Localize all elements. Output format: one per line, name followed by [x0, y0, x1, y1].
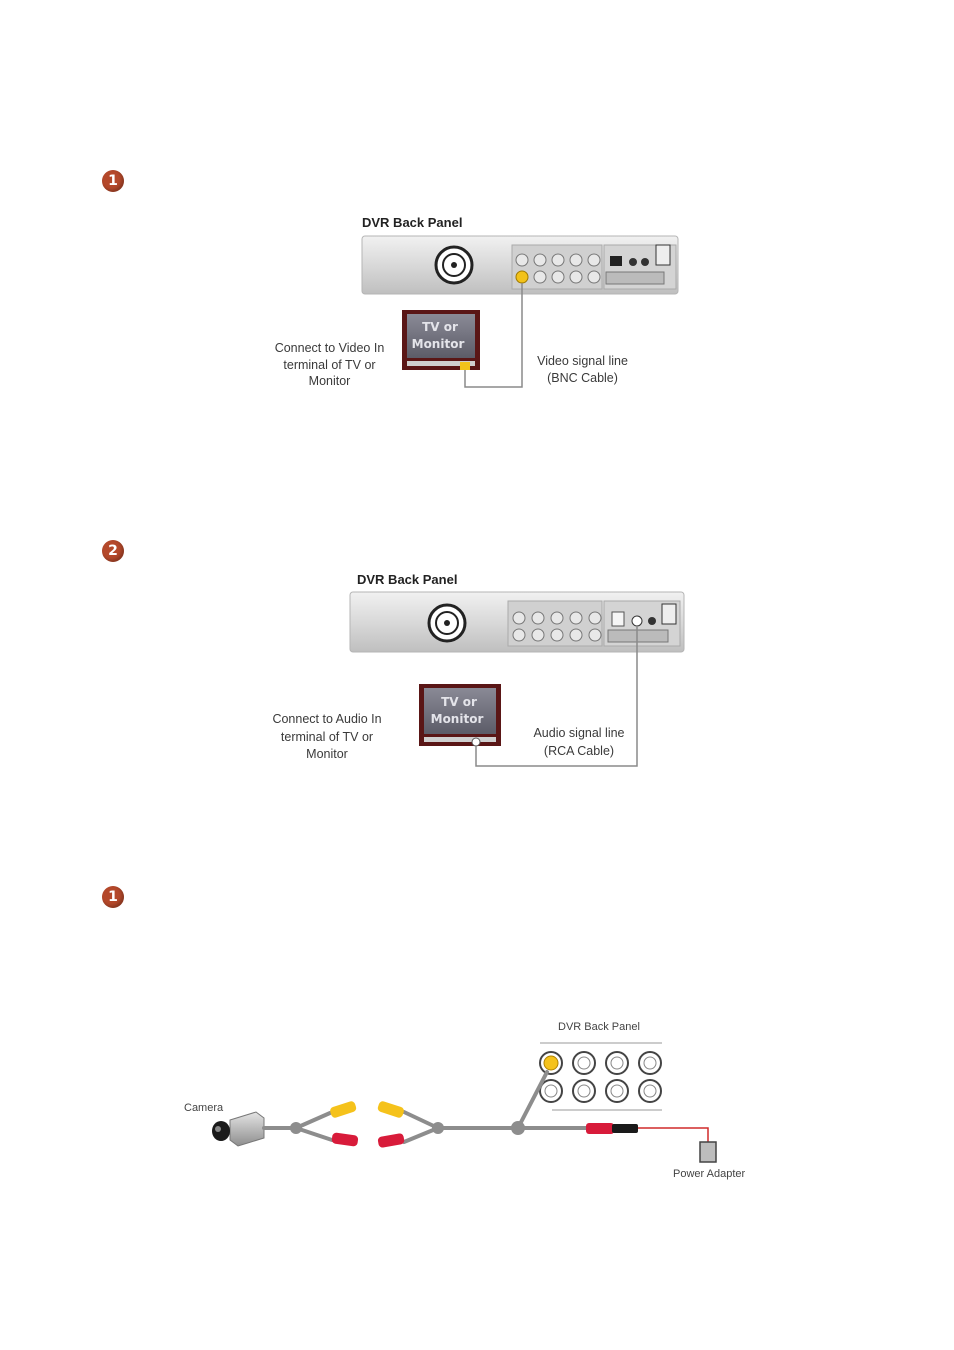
rca-plug-red-left [331, 1132, 358, 1147]
panel-title-3: DVR Back Panel [558, 1021, 640, 1033]
tv-label-line1: TV or [441, 695, 477, 709]
camera-cable [264, 1072, 586, 1142]
bnc-plug [544, 1056, 558, 1070]
power-plug [586, 1123, 638, 1134]
panel-title-2: DVR Back Panel [357, 572, 457, 587]
fan-icon [429, 605, 465, 641]
tv-monitor-2: TV or Monitor [419, 684, 501, 746]
power-adapter-icon [700, 1142, 716, 1162]
rca-plug-yellow-left [329, 1100, 357, 1118]
power-adapter-label: Power Adapter [673, 1168, 745, 1180]
power-wire [638, 1128, 708, 1142]
camera-label: Camera [184, 1102, 223, 1114]
tv-label-line2: Monitor [431, 712, 484, 726]
right-caption-2: Audio signal line (RCA Cable) [520, 725, 638, 760]
rca-plug-yellow-right [377, 1100, 405, 1118]
fan-icon [436, 247, 472, 283]
dvr-back-panel-1 [362, 236, 678, 294]
left-caption-1: Connect to Video In terminal of TV or Mo… [262, 340, 397, 390]
dvr-back-panel-2 [350, 592, 684, 652]
tv-label-line1: TV or [422, 320, 458, 334]
right-caption-1: Video signal line (BNC Cable) [525, 353, 640, 386]
tv-label-line2: Monitor [412, 337, 465, 351]
step-badge-2: 2 [102, 540, 124, 562]
audio-out-connector [632, 616, 642, 626]
left-caption-2: Connect to Audio In terminal of TV or Mo… [258, 711, 396, 764]
rca-plug-red-right [377, 1133, 405, 1148]
video-out-connector [516, 271, 528, 283]
step-badge-3: 1 [102, 886, 124, 908]
tv-monitor-1: TV or Monitor [402, 310, 480, 370]
dvr-camera-in-panel [540, 1043, 662, 1110]
camera-icon [212, 1112, 264, 1146]
